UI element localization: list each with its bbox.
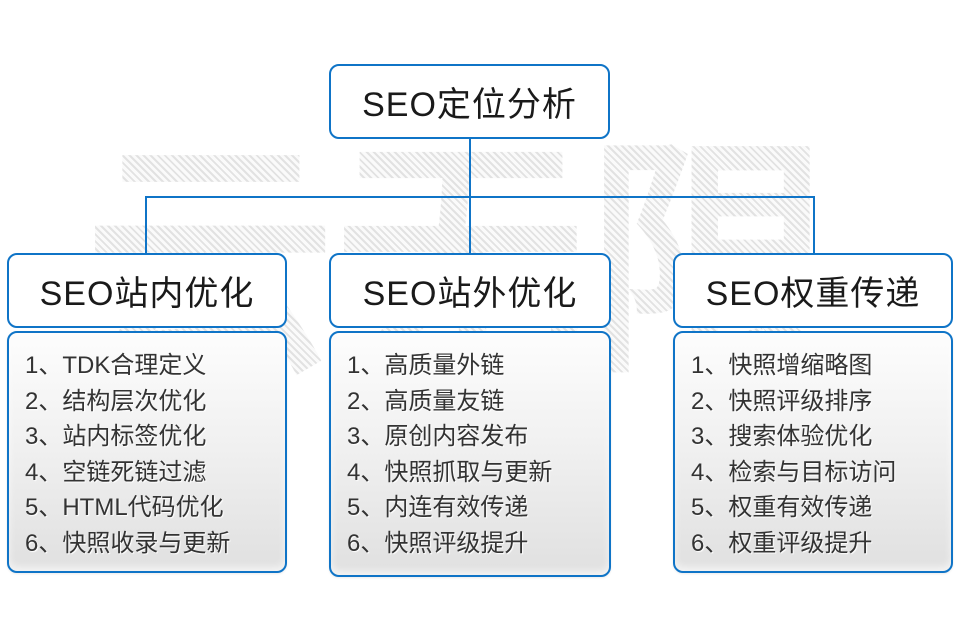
connector-drop-weight: [813, 196, 815, 254]
root-node-label: SEO定位分析: [362, 86, 577, 124]
list-item: 3、站内标签优化: [25, 423, 207, 450]
list-item: 4、快照抓取与更新: [347, 458, 553, 486]
list-item: 5、权重有效传递: [691, 494, 873, 521]
list-item: 2、高质量友链: [347, 387, 505, 415]
list-item: 6、权重评级提升: [691, 529, 873, 557]
header-node-offsite: SEO站外优化: [329, 253, 611, 328]
list-item: 2、快照评级排序: [691, 387, 873, 415]
list-item: 6、快照收录与更新: [25, 529, 231, 557]
weight-item-list: 1、快照增缩略图 2、快照评级排序 3、搜索体验优化 4、检索与目标访问 5、权…: [675, 333, 951, 561]
list-item: 5、内连有效传递: [347, 494, 529, 521]
connector-horizontal-branch: [145, 196, 815, 198]
list-item: 1、TDK合理定义: [25, 352, 207, 379]
list-item: 4、检索与目标访问: [691, 458, 897, 486]
list-item: 4、空链死链过滤: [25, 458, 207, 486]
connector-root-vertical: [469, 139, 471, 197]
offsite-item-list: 1、高质量外链 2、高质量友链 3、原创内容发布 4、快照抓取与更新 5、内连有…: [331, 333, 609, 561]
header-weight-label: SEO权重传递: [705, 275, 921, 313]
connector-drop-onsite: [145, 196, 147, 254]
header-node-weight: SEO权重传递: [673, 253, 953, 328]
list-panel-offsite: 1、高质量外链 2、高质量友链 3、原创内容发布 4、快照抓取与更新 5、内连有…: [329, 331, 611, 577]
list-item: 2、结构层次优化: [25, 387, 207, 415]
list-item: 3、原创内容发布: [347, 423, 529, 450]
header-onsite-label: SEO站内优化: [39, 275, 255, 313]
connector-drop-offsite: [469, 196, 471, 254]
list-item: 6、快照评级提升: [347, 529, 529, 557]
list-item: 3、搜索体验优化: [691, 423, 873, 450]
list-item: 5、HTML代码优化: [25, 494, 224, 521]
list-panel-onsite: 1、TDK合理定义 2、结构层次优化 3、站内标签优化 4、空链死链过滤 5、H…: [7, 331, 287, 573]
header-node-onsite: SEO站内优化: [7, 253, 287, 328]
list-item: 1、快照增缩略图: [691, 352, 873, 379]
onsite-item-list: 1、TDK合理定义 2、结构层次优化 3、站内标签优化 4、空链死链过滤 5、H…: [9, 333, 285, 561]
header-offsite-label: SEO站外优化: [362, 275, 578, 313]
list-panel-weight: 1、快照增缩略图 2、快照评级排序 3、搜索体验优化 4、检索与目标访问 5、权…: [673, 331, 953, 573]
list-item: 1、高质量外链: [347, 352, 505, 379]
root-node-seo-positioning: SEO定位分析: [329, 64, 610, 139]
